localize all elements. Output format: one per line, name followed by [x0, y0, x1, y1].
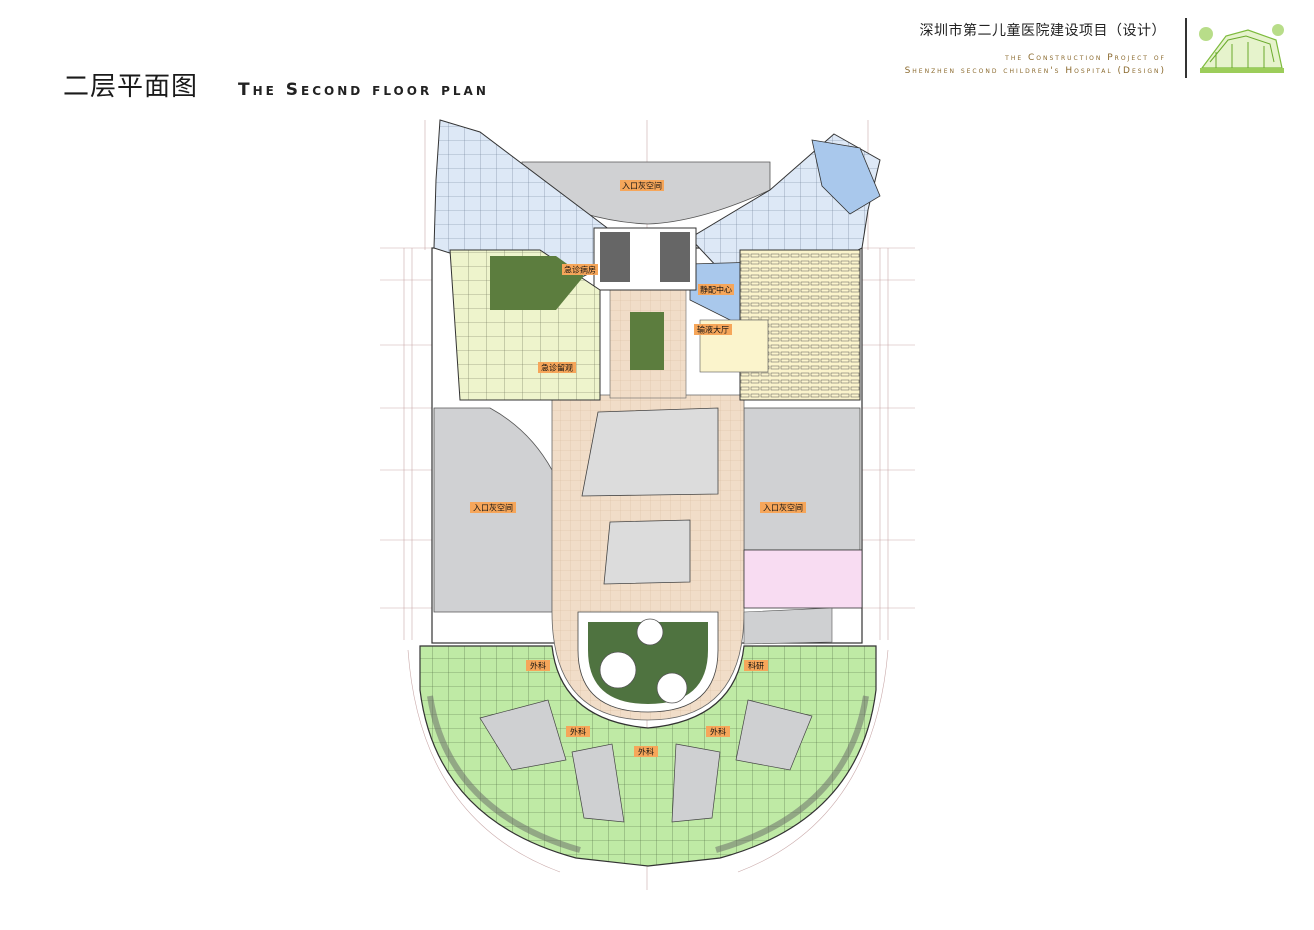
ward-wing-right-accent: [811, 139, 881, 215]
label-entrance-top: 入口灰空间: [620, 180, 664, 191]
label-emergency-ward: 急诊病房: [562, 264, 598, 275]
svg-text:入口灰空间: 入口灰空间: [473, 503, 513, 513]
surgery-void-4: [735, 699, 813, 771]
svg-text:静配中心: 静配中心: [700, 285, 732, 295]
hospital-logo-icon: [1198, 18, 1286, 76]
label-research: 科研: [744, 660, 768, 671]
label-infusion-hall: 输液大厅: [694, 324, 732, 335]
header-divider: [1185, 18, 1187, 78]
project-title-english-line1: the Construction Project of: [1005, 53, 1166, 63]
stair-core-1: [600, 232, 630, 282]
gray-space-right: [743, 407, 861, 551]
project-title-chinese: 深圳市第二儿童医院建设项目（设计）: [919, 23, 1166, 39]
garden-pod-1: [636, 618, 664, 646]
courtyard-green: [630, 312, 664, 370]
project-title-english-line2: Shenzhen second children's Hospital (Des…: [904, 66, 1166, 76]
surgery-outer-ring: [427, 695, 581, 853]
svg-text:急诊留观: 急诊留观: [541, 363, 573, 373]
title-block: 二层平面图 The Second floor plan: [63, 66, 489, 103]
gray-space-research: [743, 607, 833, 645]
label-dispensing-center: 静配中心: [698, 284, 734, 295]
svg-text:外科: 外科: [638, 747, 654, 757]
svg-text:入口灰空间: 入口灰空间: [763, 503, 803, 513]
atrium-void-1: [581, 407, 719, 497]
project-block: 深圳市第二儿童医院建设项目（设计） the Construction Proje…: [905, 20, 1166, 78]
label-surgery-lower-right: 外科: [706, 726, 730, 737]
label-entrance-left: 入口灰空间: [470, 502, 516, 513]
label-surgery-lower-left: 外科: [566, 726, 590, 737]
svg-text:入口灰空间: 入口灰空间: [622, 181, 662, 191]
label-emergency-observation: 急诊留观: [538, 362, 576, 373]
emergency-courtyard: [490, 256, 584, 310]
svg-text:科研: 科研: [748, 661, 764, 671]
svg-text:外科: 外科: [570, 727, 586, 737]
label-surgery-center: 外科: [634, 746, 658, 757]
svg-text:急诊病房: 急诊病房: [564, 265, 596, 275]
research-block: [743, 549, 863, 609]
garden-pod-2: [599, 651, 637, 689]
surgery-void-2: [571, 743, 625, 823]
garden-pod-3: [656, 672, 688, 704]
title-chinese: 二层平面图: [63, 72, 199, 102]
title-english: The Second floor plan: [238, 80, 489, 100]
label-surgery-left: 外科: [526, 660, 550, 671]
surgery-void-3: [671, 743, 721, 823]
label-entrance-right: 入口灰空间: [760, 502, 806, 513]
surgery-outer-ring-right: [715, 695, 869, 853]
svg-text:外科: 外科: [530, 661, 546, 671]
svg-text:输液大厅: 输液大厅: [697, 325, 729, 335]
surgery-void-1: [479, 699, 567, 771]
stair-core-2: [660, 232, 690, 282]
svg-text:外科: 外科: [710, 727, 726, 737]
atrium-void-2: [603, 519, 691, 585]
